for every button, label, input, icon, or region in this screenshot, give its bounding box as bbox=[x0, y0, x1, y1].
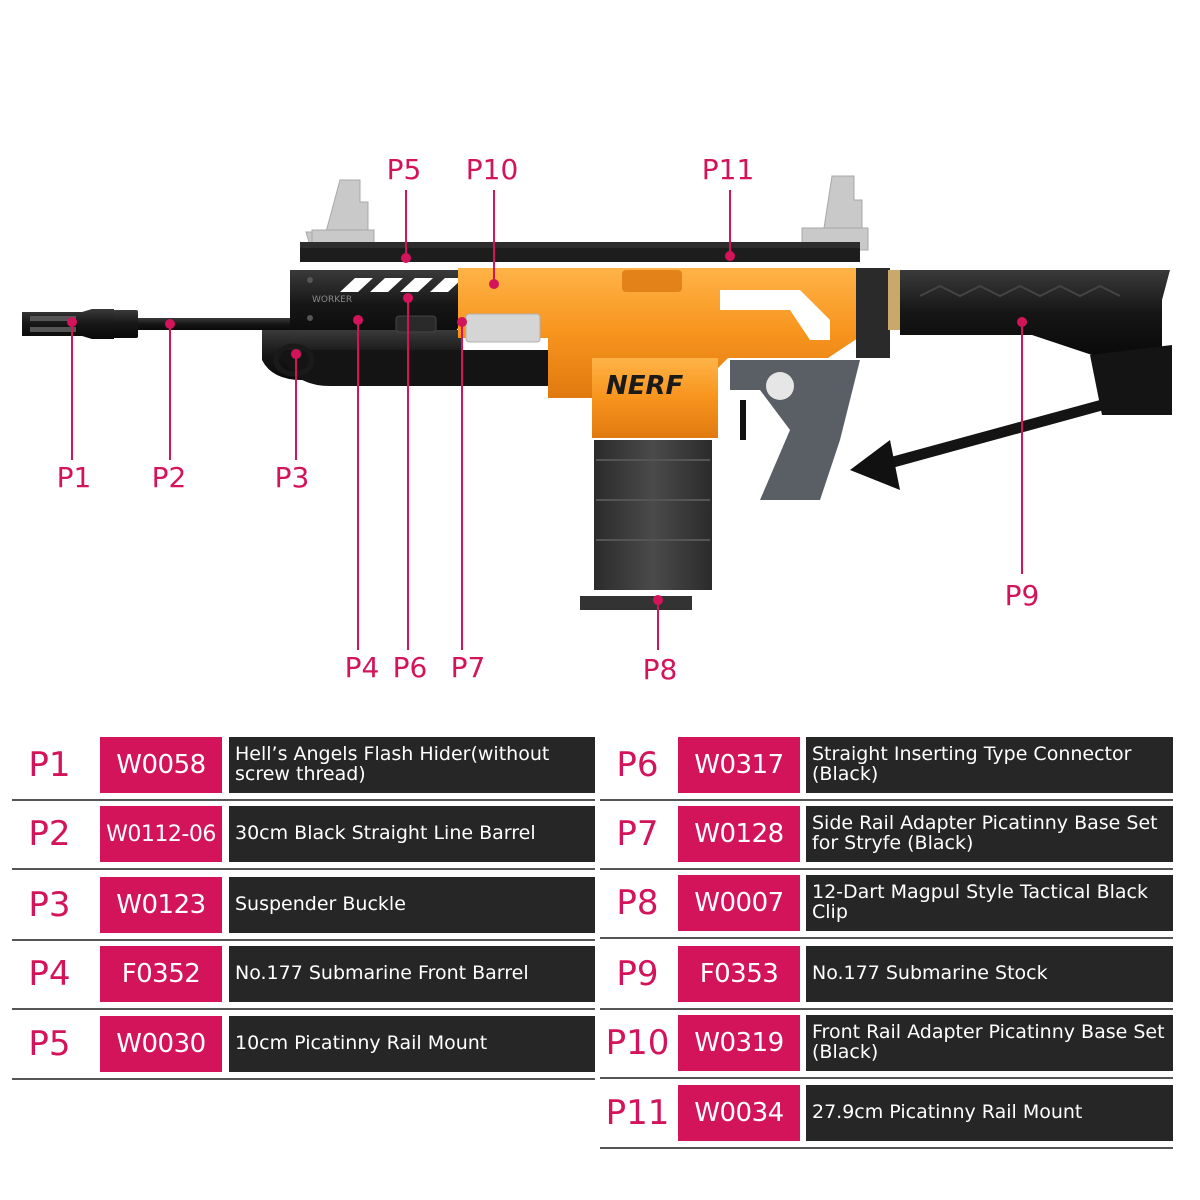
part-description: Front Rail Adapter Picatinny Base Set (B… bbox=[806, 1015, 1173, 1071]
callout-p6: P6 bbox=[392, 651, 428, 684]
part-code: W0030 bbox=[100, 1016, 222, 1072]
stock bbox=[850, 268, 1172, 490]
part-code: W0128 bbox=[678, 806, 800, 862]
front-sight bbox=[801, 175, 869, 251]
part-description: Side Rail Adapter Picatinny Base Set for… bbox=[806, 806, 1173, 862]
part-description: 30cm Black Straight Line Barrel bbox=[229, 806, 595, 862]
part-code: F0352 bbox=[100, 946, 222, 1002]
callout-p8: P8 bbox=[642, 653, 678, 686]
nerf-logo: NERF bbox=[606, 371, 684, 401]
lower-frame bbox=[280, 350, 580, 386]
part-row-p4: P4 F0352 No.177 Submarine Front Barrel bbox=[12, 946, 595, 1010]
part-code: W0058 bbox=[100, 737, 222, 793]
part-number: P10 bbox=[605, 1023, 670, 1063]
part-row-p8: P8 W0007 12-Dart Magpul Style Tactical B… bbox=[600, 875, 1173, 939]
part-row-p3: P3 W0123 Suspender Buckle bbox=[12, 877, 595, 941]
callout-p1: P1 bbox=[56, 461, 92, 494]
part-number: P7 bbox=[616, 814, 659, 854]
row-divider bbox=[600, 937, 1173, 939]
part-code: W0319 bbox=[678, 1015, 800, 1071]
part-description: Suspender Buckle bbox=[229, 877, 595, 933]
callout-p7: P7 bbox=[450, 651, 486, 684]
part-description: Hell’s Angels Flash Hider(without screw … bbox=[229, 737, 595, 793]
part-number: P5 bbox=[28, 1024, 71, 1064]
row-divider bbox=[12, 1008, 595, 1010]
part-description: 12-Dart Magpul Style Tactical Black Clip bbox=[806, 875, 1173, 931]
part-number: P3 bbox=[28, 885, 71, 925]
part-number: P9 bbox=[616, 954, 659, 994]
magazine bbox=[580, 440, 712, 610]
part-row-p9: P9 F0353 No.177 Submarine Stock bbox=[600, 946, 1173, 1010]
rear-sight bbox=[305, 179, 375, 253]
part-row-p7: P7 W0128 Side Rail Adapter Picatinny Bas… bbox=[600, 806, 1173, 870]
row-divider bbox=[12, 939, 595, 941]
part-code: W0123 bbox=[100, 877, 222, 933]
callout-p2: P2 bbox=[151, 461, 187, 494]
part-number: P8 bbox=[616, 883, 659, 923]
part-row-p5: P5 W0030 10cm Picatinny Rail Mount bbox=[12, 1016, 595, 1080]
orange-body bbox=[458, 268, 858, 398]
part-row-p1: P1 W0058 Hell’s Angels Flash Hider(witho… bbox=[12, 737, 595, 801]
part-description: 10cm Picatinny Rail Mount bbox=[229, 1016, 595, 1072]
row-divider bbox=[600, 1147, 1173, 1149]
callout-p10: P10 bbox=[465, 153, 519, 186]
part-row-p6: P6 W0317 Straight Inserting Type Connect… bbox=[600, 737, 1173, 801]
part-code: F0353 bbox=[678, 946, 800, 1002]
row-divider bbox=[600, 1008, 1173, 1010]
part-code: W0317 bbox=[678, 737, 800, 793]
part-row-p10: P10 W0319 Front Rail Adapter Picatinny B… bbox=[600, 1015, 1173, 1079]
part-number: P2 bbox=[28, 814, 71, 854]
part-code: W0007 bbox=[678, 875, 800, 931]
part-description: Straight Inserting Type Connector (Black… bbox=[806, 737, 1173, 793]
part-number: P11 bbox=[605, 1093, 670, 1133]
row-divider bbox=[12, 799, 595, 801]
magwell: NERF bbox=[592, 358, 718, 438]
row-divider bbox=[12, 868, 595, 870]
callout-p3: P3 bbox=[274, 461, 310, 494]
callout-p5: P5 bbox=[386, 153, 422, 186]
callout-p9: P9 bbox=[1004, 579, 1040, 612]
top-rail bbox=[300, 242, 860, 262]
part-row-p2: P2 W0112-06 30cm Black Straight Line Bar… bbox=[12, 806, 595, 870]
row-divider bbox=[12, 1078, 595, 1080]
part-number: P1 bbox=[28, 745, 71, 785]
grip bbox=[730, 360, 860, 500]
part-code: W0112-06 bbox=[100, 806, 222, 862]
row-divider bbox=[600, 1077, 1173, 1079]
part-number: P4 bbox=[28, 954, 71, 994]
callout-lines bbox=[67, 190, 1027, 650]
row-divider bbox=[600, 799, 1173, 801]
part-description: No.177 Submarine Stock bbox=[806, 946, 1173, 1002]
callout-p11: P11 bbox=[701, 153, 755, 186]
engraving-text: WORKER bbox=[312, 295, 352, 305]
part-code: W0034 bbox=[678, 1085, 800, 1141]
blaster-illustration: WORKER NERF bbox=[22, 175, 1172, 650]
part-number: P6 bbox=[616, 745, 659, 785]
row-divider bbox=[600, 868, 1173, 870]
part-description: No.177 Submarine Front Barrel bbox=[229, 946, 595, 1002]
part-description: 27.9cm Picatinny Rail Mount bbox=[806, 1085, 1173, 1141]
callout-p4: P4 bbox=[344, 651, 380, 684]
part-row-p11: P11 W0034 27.9cm Picatinny Rail Mount bbox=[600, 1085, 1173, 1149]
